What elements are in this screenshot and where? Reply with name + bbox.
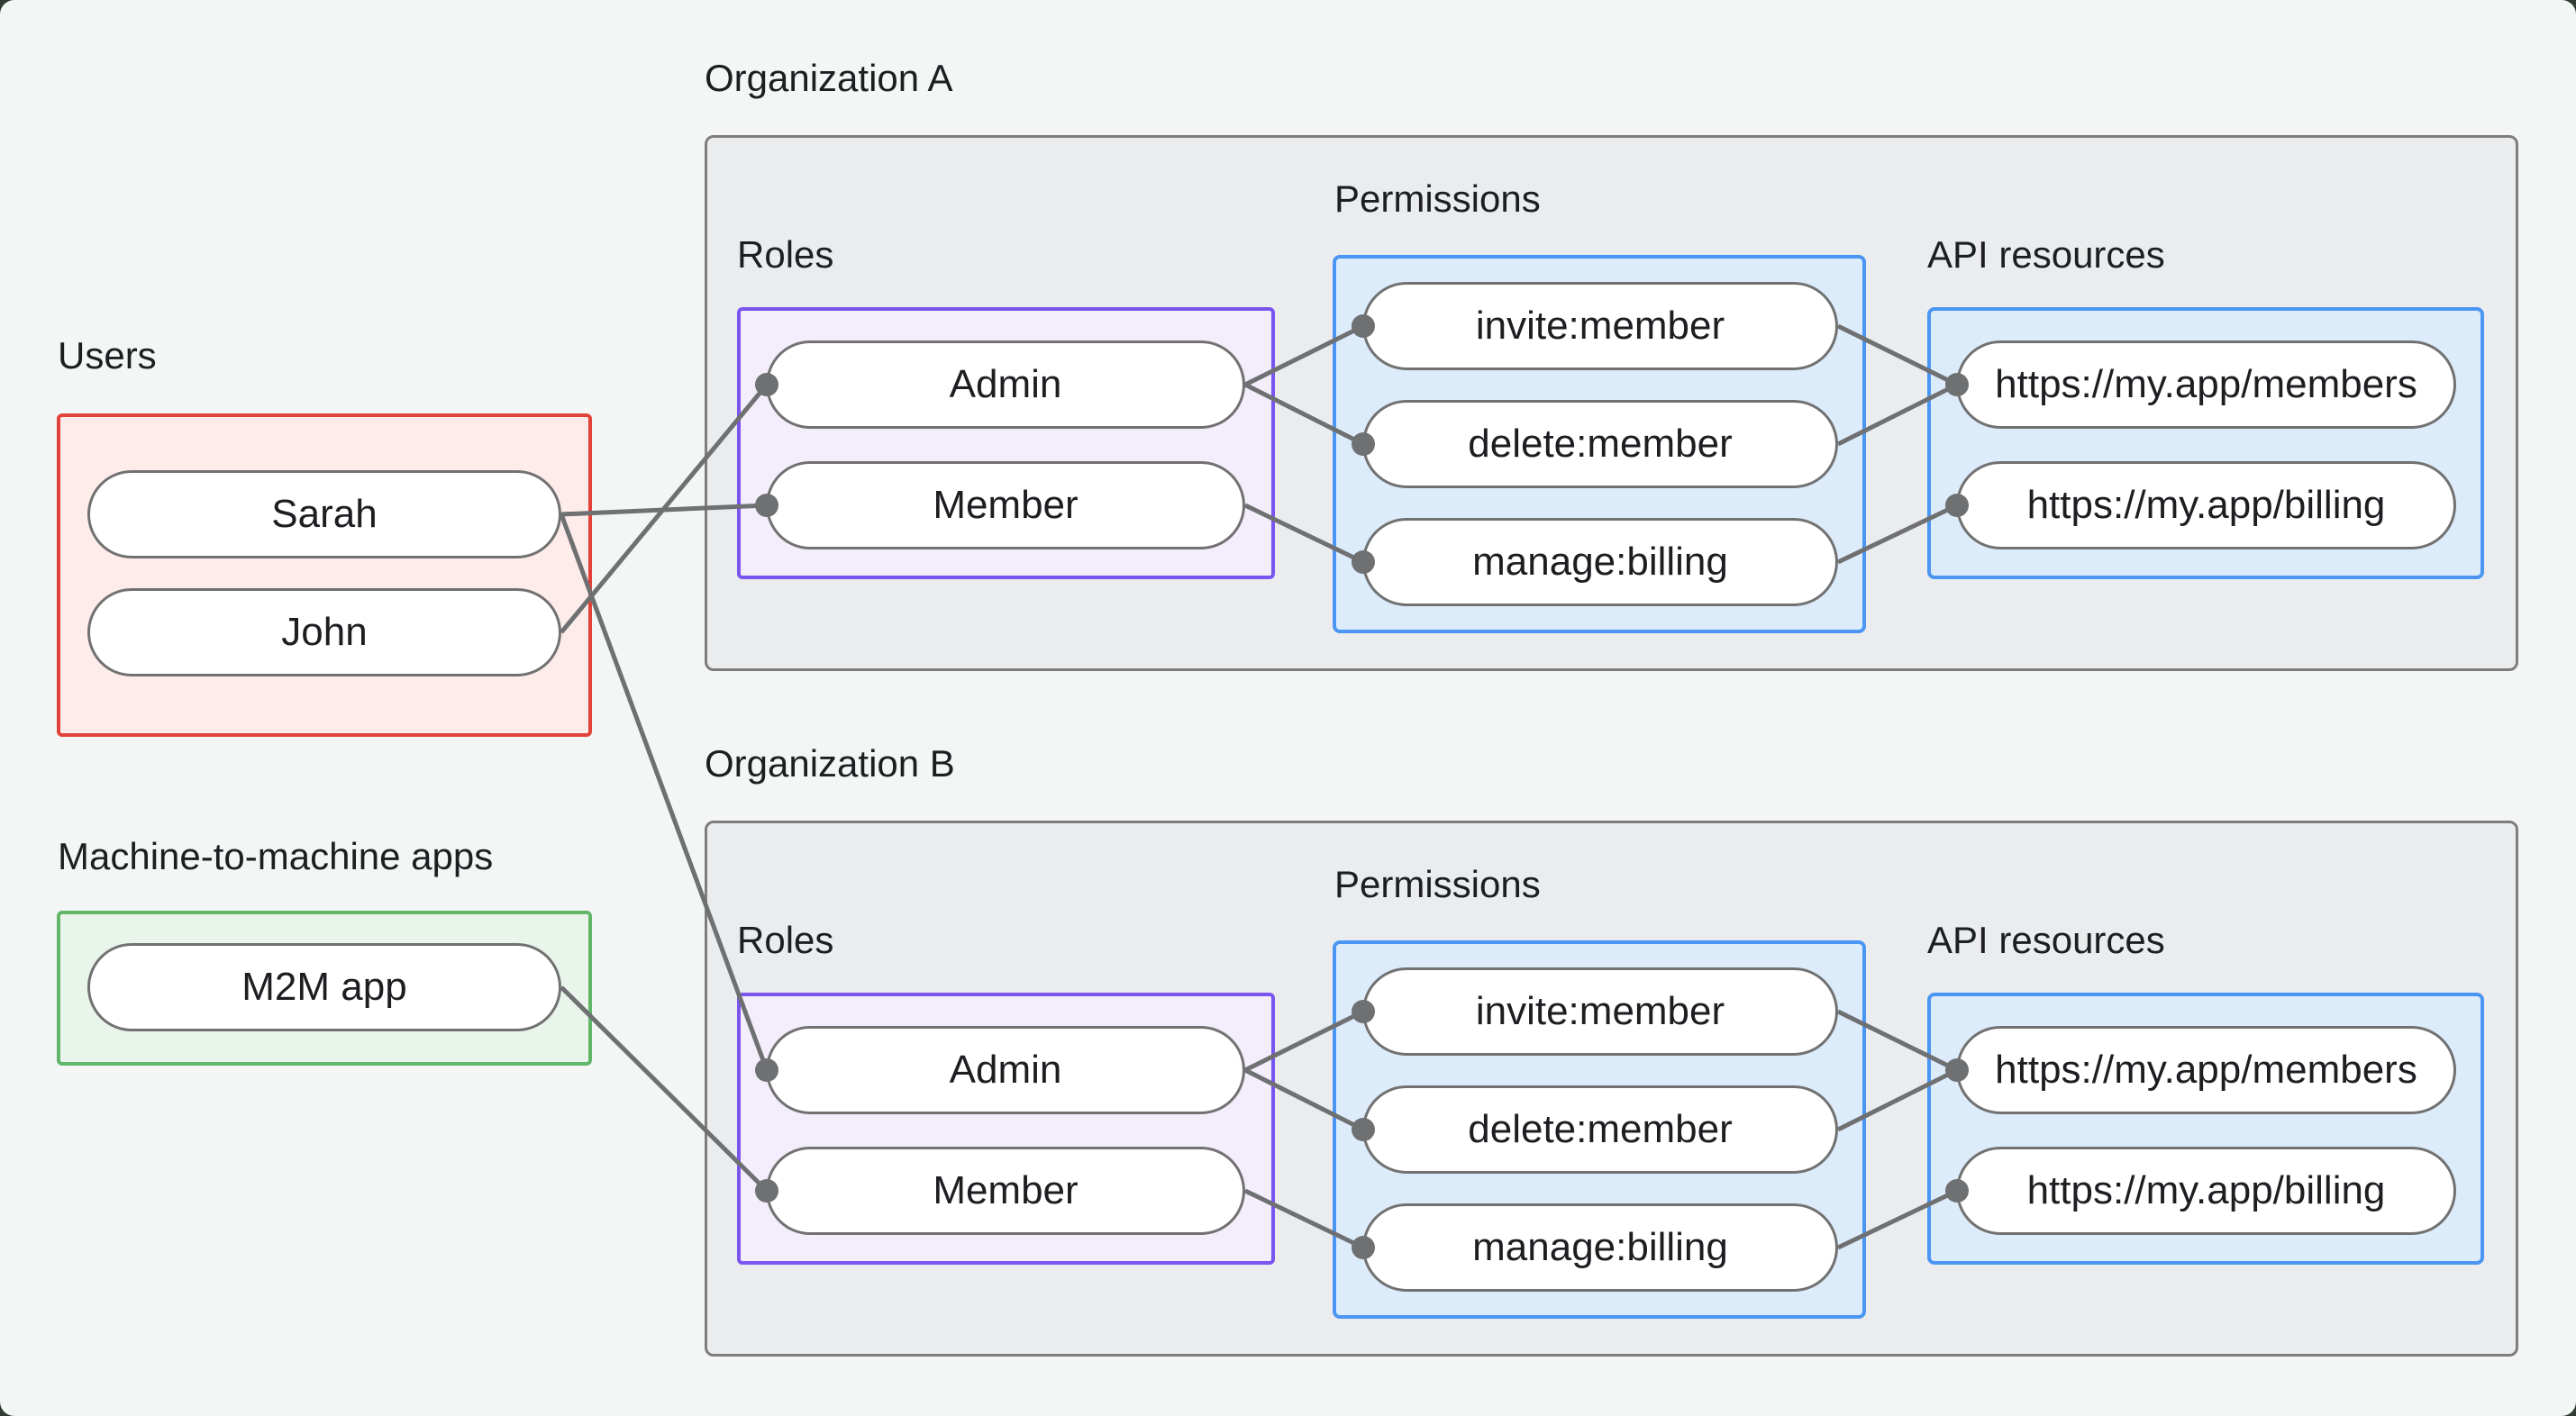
node-m2m-app-label: M2M app	[241, 965, 407, 1009]
users-group-label: Users	[58, 334, 157, 377]
org-a-label: Organization A	[705, 57, 953, 99]
org-a-roles-label: Roles	[737, 233, 834, 276]
node-orgB-admin-label: Admin	[949, 1048, 1062, 1092]
node-orgA-delete-label: delete:member	[1468, 422, 1733, 466]
m2m-group-label: Machine-to-machine apps	[58, 835, 494, 877]
node-orgB-billing-api-label: https://my.app/billing	[2026, 1168, 2386, 1212]
users-group-box	[57, 413, 592, 737]
node-orgB-manage: manage:billing	[1362, 1203, 1838, 1292]
node-user-john-label: John	[281, 610, 368, 654]
org-a-api-label: API resources	[1927, 233, 2165, 276]
node-orgA-manage-label: manage:billing	[1472, 540, 1728, 584]
node-user-sarah: Sarah	[87, 470, 561, 558]
node-user-john: John	[87, 588, 561, 676]
node-orgA-members-api-label: https://my.app/members	[1995, 362, 2417, 406]
node-orgA-admin: Admin	[766, 340, 1245, 429]
node-m2m-app: M2M app	[87, 943, 561, 1031]
org-b-api-label: API resources	[1927, 919, 2165, 961]
node-orgB-members-api-label: https://my.app/members	[1995, 1048, 2417, 1092]
node-orgA-member-label: Member	[933, 483, 1079, 527]
org-b-permissions-label: Permissions	[1334, 863, 1541, 905]
node-orgA-invite-label: invite:member	[1475, 304, 1725, 348]
node-orgB-members-api: https://my.app/members	[1956, 1026, 2456, 1114]
node-orgB-member-label: Member	[933, 1168, 1079, 1212]
node-orgA-manage: manage:billing	[1362, 518, 1838, 606]
org-a-permissions-label: Permissions	[1334, 177, 1541, 220]
node-orgA-member: Member	[766, 461, 1245, 549]
node-orgB-invite: invite:member	[1362, 967, 1838, 1056]
node-orgA-billing-api: https://my.app/billing	[1956, 461, 2456, 549]
org-b-label: Organization B	[705, 742, 955, 785]
node-orgB-manage-label: manage:billing	[1472, 1225, 1728, 1269]
node-orgA-billing-api-label: https://my.app/billing	[2026, 483, 2386, 527]
node-user-sarah-label: Sarah	[271, 492, 378, 536]
node-orgA-invite: invite:member	[1362, 282, 1838, 370]
node-orgB-delete: delete:member	[1362, 1085, 1838, 1174]
node-orgB-billing-api: https://my.app/billing	[1956, 1147, 2456, 1235]
node-orgA-members-api: https://my.app/members	[1956, 340, 2456, 429]
node-orgB-admin: Admin	[766, 1026, 1245, 1114]
node-orgA-admin-label: Admin	[949, 362, 1062, 406]
node-orgB-invite-label: invite:member	[1475, 989, 1725, 1033]
node-orgA-delete: delete:member	[1362, 400, 1838, 488]
node-orgB-delete-label: delete:member	[1468, 1107, 1733, 1151]
node-orgB-member: Member	[766, 1147, 1245, 1235]
org-b-roles-label: Roles	[737, 919, 834, 961]
